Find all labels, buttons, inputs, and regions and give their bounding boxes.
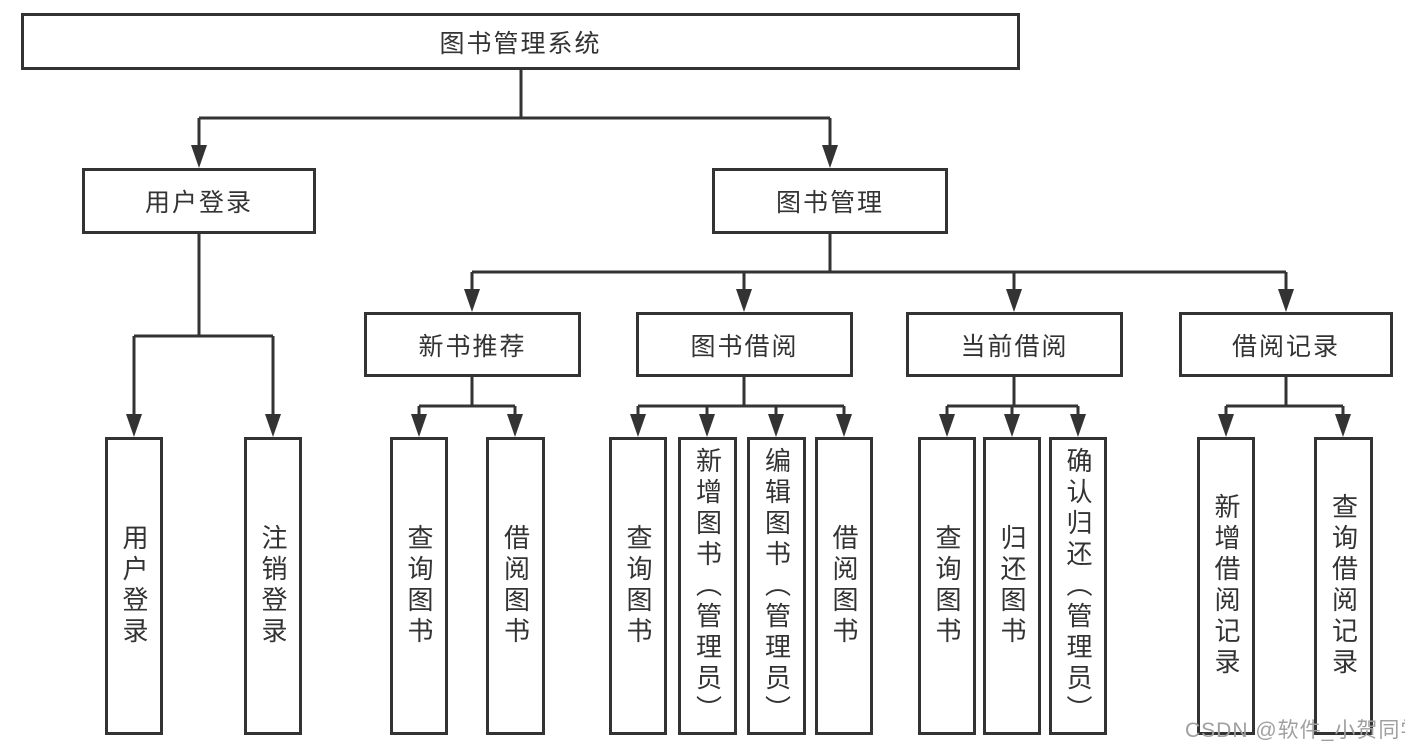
connector-line [417,377,517,416]
leaf-nb-borrow-books-label: 借阅图书 [500,524,531,648]
node-new-book-recommend-label: 新书推荐 [418,332,527,361]
leaf-cb-return-books-label: 归还图书 [997,524,1027,648]
node-user-login-label: 用户登录 [144,189,253,217]
arrow-down-icon [1070,414,1086,437]
arrow-down-icon [191,145,207,168]
leaf-rec-add-record-label: 新增借阅记录 [1211,493,1241,679]
leaf-cb-confirm-return-admin-label: 确认归还（管理员） [1063,446,1093,726]
leaf-bb-add-books-admin-label: 新增图书（管理员） [692,446,723,726]
connector-book-borrow-to-leaves [630,377,852,437]
connector-user-login-to-leaves [126,234,281,437]
node-root: 图书管理系统 [21,13,1020,70]
arrow-down-icon [507,414,523,437]
leaf-logout-label: 注销登录 [258,524,288,648]
node-user-login: 用户登录 [82,168,316,234]
leaf-cb-query-books-label: 查询图书 [932,524,962,648]
leaf-user-login-label: 用户登录 [119,524,149,648]
leaf-cb-return-books: 归还图书 [983,437,1041,735]
leaf-bb-borrow-books: 借阅图书 [815,437,873,735]
arrow-down-icon [768,414,784,437]
arrow-down-icon [939,414,955,437]
connector-line [945,377,1080,416]
leaf-rec-query-record: 查询借阅记录 [1314,437,1373,735]
leaf-bb-borrow-books-label: 借阅图书 [829,524,859,648]
connector-new-book-to-leaves [411,377,523,437]
connector-current-borrow-to-leaves [939,377,1086,437]
node-new-book-recommend: 新书推荐 [364,312,581,377]
connector-book-management-to-level3 [464,234,1294,312]
leaf-nb-query-books-label: 查询图书 [404,524,434,648]
connector-line [636,377,846,416]
arrow-down-icon [126,414,142,437]
arrow-down-icon [265,414,281,437]
leaf-bb-query-books: 查询图书 [609,437,667,735]
leaf-rec-query-record-label: 查询借阅记录 [1328,493,1359,679]
arrow-down-icon [1004,414,1020,437]
arrow-down-icon [1335,414,1351,437]
node-borrow-records: 借阅记录 [1179,312,1393,377]
node-book-borrow: 图书借阅 [636,312,853,377]
leaf-logout: 注销登录 [244,437,302,735]
arrow-down-icon [699,414,715,437]
arrow-down-icon [1006,289,1022,312]
node-book-management: 图书管理 [712,168,948,234]
arrow-down-icon [464,289,480,312]
connector-line [1224,377,1345,416]
arrow-down-icon [822,145,838,168]
leaf-nb-borrow-books: 借阅图书 [486,437,545,735]
leaf-user-login: 用户登录 [105,437,163,735]
leaf-bb-edit-books-admin-label: 编辑图书（管理员） [761,446,792,726]
arrow-down-icon [630,414,646,437]
arrow-down-icon [411,414,427,437]
leaf-rec-add-record: 新增借阅记录 [1197,437,1255,735]
connector-line [470,234,1288,291]
connector-line [197,70,832,147]
leaf-cb-query-books: 查询图书 [918,437,976,735]
leaf-bb-add-books-admin: 新增图书（管理员） [678,437,737,735]
node-current-borrow-label: 当前借阅 [960,332,1069,361]
leaf-bb-query-books-label: 查询图书 [623,524,653,648]
csdn-watermark: CSDN @软件_小贺同学 [1185,719,1405,742]
connector-line [132,234,275,416]
connector-borrow-records-to-leaves [1218,377,1351,437]
arrow-down-icon [836,414,852,437]
node-current-borrow: 当前借阅 [906,312,1123,377]
leaf-cb-confirm-return-admin: 确认归还（管理员） [1049,437,1107,735]
arrow-down-icon [1278,289,1294,312]
leaf-nb-query-books: 查询图书 [390,437,448,735]
leaf-bb-edit-books-admin: 编辑图书（管理员） [747,437,806,735]
node-book-management-label: 图书管理 [775,189,884,217]
node-book-borrow-label: 图书借阅 [690,332,799,361]
connector-root-to-level2 [191,70,838,168]
arrow-down-icon [736,289,752,312]
node-borrow-records-label: 借阅记录 [1231,332,1340,361]
node-root-label: 图书管理系统 [439,29,602,58]
arrow-down-icon [1218,414,1234,437]
